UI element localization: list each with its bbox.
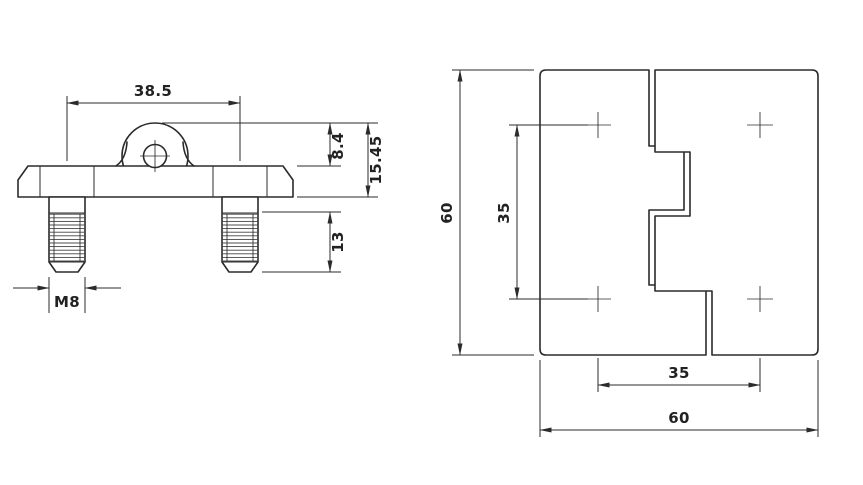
knuckle-support-right [182, 141, 195, 167]
dim-outer-width: 60 [539, 360, 819, 437]
center-mark [747, 286, 773, 312]
knuckle-support-left [115, 141, 128, 167]
dim-body-height: 8.4 [162, 122, 378, 167]
dim-label-bolt-spacing: 38.5 [134, 82, 172, 100]
center-mark [747, 112, 773, 138]
dim-label-hole-spacing-horizontal: 35 [668, 364, 689, 382]
dim-label-outer-height: 60 [438, 202, 456, 223]
dim-label-body-height: 8.4 [329, 132, 347, 159]
hole-center-marks [585, 112, 773, 312]
dim-label-outer-width: 60 [668, 409, 689, 427]
dim-label-total-height: 15.45 [367, 136, 385, 185]
hinge-leaf-left [539, 69, 707, 356]
dim-thread-length: 13 [262, 211, 347, 273]
center-mark [585, 112, 611, 138]
stud-right [221, 196, 259, 273]
dim-hole-spacing-vertical: 35 [495, 124, 588, 300]
top-view: 60 35 35 60 [438, 69, 819, 437]
dim-outer-height: 60 [438, 69, 534, 356]
dim-total-height: 15.45 [297, 122, 385, 198]
dim-thread-size: M8 [13, 277, 121, 313]
stud-thread-hatch [49, 213, 85, 262]
stud-thread-hatch [222, 213, 258, 262]
side-view: 38.5 8.4 15.45 13 M8 [13, 82, 385, 313]
dim-label-thread-length: 13 [329, 231, 347, 252]
center-mark [585, 286, 611, 312]
stud-left [48, 196, 86, 273]
dim-bolt-spacing: 38.5 [66, 82, 241, 161]
hinge-leaf-right [654, 69, 819, 356]
dim-label-hole-spacing-vertical: 35 [495, 202, 513, 223]
hinge-body [17, 165, 294, 198]
dim-label-thread-size: M8 [54, 293, 80, 311]
dim-hole-spacing-horizontal: 35 [597, 358, 761, 392]
